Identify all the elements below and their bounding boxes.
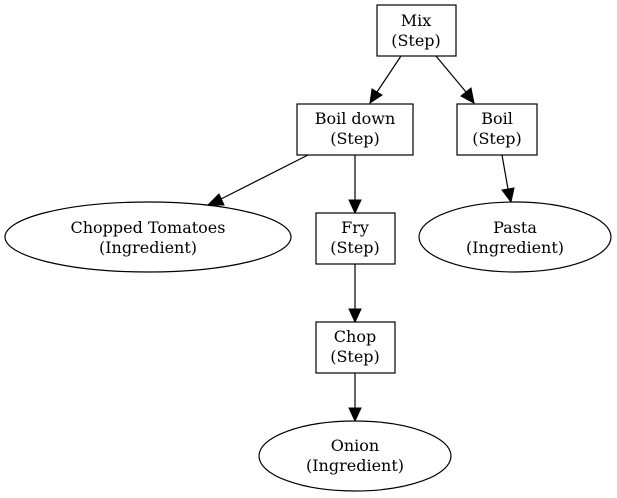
node-pasta-ellipse <box>418 201 612 273</box>
node-chopped-tomatoes-label: Chopped Tomatoes <box>71 218 226 237</box>
node-boil-box <box>456 103 538 156</box>
node-chopped-tomatoes-kind: (Ingredient) <box>99 238 197 257</box>
edge-chop-to-onion <box>348 373 362 423</box>
node-fry-label: Fry <box>341 218 369 237</box>
edge-boil-down-to-chopped-tomatoes <box>206 154 309 206</box>
edge-mix-to-boil <box>435 55 475 104</box>
node-onion-kind: (Ingredient) <box>306 456 404 475</box>
node-boil-kind: (Step) <box>472 129 522 148</box>
node-chop-kind: (Step) <box>330 347 380 366</box>
node-fry-box <box>315 212 396 265</box>
node-mix-label: Mix <box>401 11 432 30</box>
node-boil-down-box <box>296 103 414 156</box>
node-pasta-kind: (Ingredient) <box>466 238 564 257</box>
node-chopped-tomatoes-ellipse <box>4 201 292 273</box>
node-onion-ellipse <box>258 420 452 492</box>
node-chop-box <box>315 321 396 374</box>
node-chop-label: Chop <box>334 327 376 346</box>
node-mix-box <box>376 4 457 57</box>
edges <box>206 55 515 423</box>
node-boil-down-label: Boil down <box>315 109 396 128</box>
node-fry: Fry (Step) <box>315 212 396 265</box>
edge-fry-to-chop <box>348 264 362 324</box>
edge-mix-to-boil-down <box>369 55 402 105</box>
edge-boil-to-pasta <box>501 154 515 204</box>
node-pasta: Pasta (Ingredient) <box>418 201 612 273</box>
node-fry-kind: (Step) <box>330 238 380 257</box>
node-boil: Boil (Step) <box>456 103 538 156</box>
node-mix: Mix (Step) <box>376 4 457 57</box>
node-boil-down: Boil down (Step) <box>296 103 414 156</box>
node-chopped-tomatoes: Chopped Tomatoes (Ingredient) <box>4 201 292 273</box>
edge-boil-down-to-fry <box>348 155 362 215</box>
node-onion-label: Onion <box>331 436 379 455</box>
node-pasta-label: Pasta <box>493 218 537 237</box>
node-boil-down-kind: (Step) <box>330 129 380 148</box>
node-mix-kind: (Step) <box>391 31 441 50</box>
node-onion: Onion (Ingredient) <box>258 420 452 492</box>
node-chop: Chop (Step) <box>315 321 396 374</box>
node-boil-label: Boil <box>481 109 513 128</box>
